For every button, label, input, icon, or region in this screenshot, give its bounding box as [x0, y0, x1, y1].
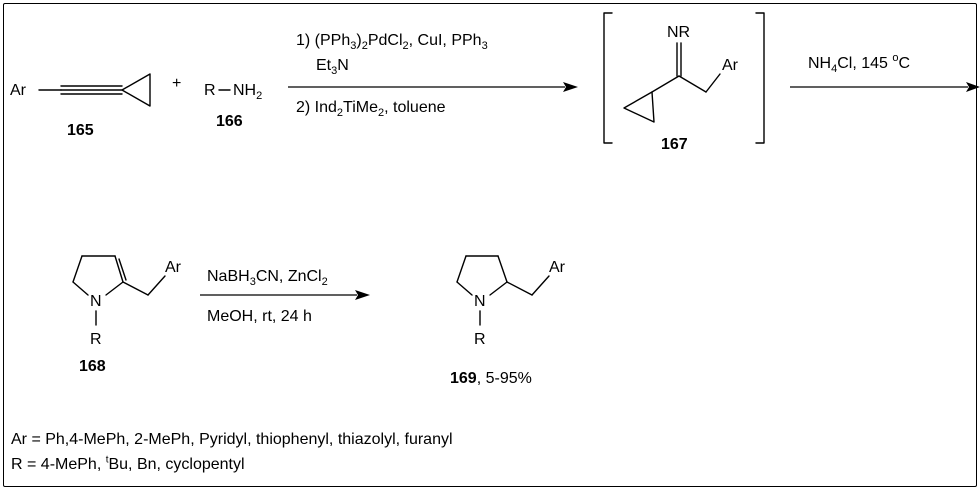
r-substituents-note: R = 4-MePh, tBu, Bn, cyclopentyl [11, 454, 245, 473]
ar-label-165: Ar [10, 82, 27, 99]
ring-bond [72, 281, 89, 296]
ch2-bond [678, 75, 707, 93]
ch2-bond [506, 281, 533, 296]
step2-conditions: NH4Cl, 145 oC [790, 52, 980, 92]
imine-nr-label: NR [667, 24, 690, 41]
arrowhead-icon [966, 82, 980, 92]
ar-label-168: Ar [165, 259, 182, 276]
ring-bond [489, 281, 508, 296]
ar-label-169: Ar [549, 259, 566, 276]
arrowhead-icon [355, 290, 370, 300]
r-label-168: R [90, 331, 102, 348]
ring-bond [72, 255, 83, 283]
step2-reagents: NH4Cl, 145 oC [808, 52, 910, 75]
step3-conditions: NaBH3CN, ZnCl2 MeOH, rt, 24 h [200, 268, 370, 325]
r-label-169: R [474, 331, 486, 348]
ch2-ar-bond [531, 275, 550, 296]
ring-bond [456, 255, 467, 283]
compound-label-169: 169, 5-95% [450, 370, 532, 387]
plus-sign: + [172, 75, 181, 92]
n-label-169: N [474, 293, 486, 310]
compound-number-167: 167 [661, 136, 688, 153]
nh2-label: NH2 [233, 82, 262, 102]
compound-169: N R Ar 169, 5-95% [450, 255, 566, 387]
ring-double-bond [114, 255, 124, 283]
r-label-166: R [204, 82, 216, 99]
ch2-bond [122, 281, 149, 296]
n-label-168: N [90, 293, 102, 310]
arrowhead-icon [563, 82, 578, 92]
ring-bond [456, 281, 473, 296]
ar-substituents-note: Ar = Ph,4-MePh, 2-MePh, Pyridyl, thiophe… [11, 431, 453, 448]
ch2-ar-bond [705, 73, 721, 93]
step3-reagents-line2: MeOH, rt, 24 h [207, 308, 312, 325]
cyclopropyl-ring [121, 73, 151, 107]
scheme-frame [3, 3, 977, 487]
compound-number-165: 165 [67, 122, 94, 139]
step1-reagents-line3: 2) Ind2TiMe2, toluene [296, 99, 446, 119]
cyclopropyl-ring [623, 91, 655, 123]
step1-reagents-line1: 1) (PPh3)2PdCl2, CuI, PPh3 [296, 32, 488, 52]
compound-168: N R Ar 168 [72, 255, 182, 375]
step3-reagents-line1: NaBH3CN, ZnCl2 [207, 268, 328, 288]
ch2-ar-bond [147, 275, 166, 296]
compound-number-168: 168 [79, 358, 106, 375]
step1-reagents-line2: Et3N [316, 57, 349, 77]
compound-167: NR Ar 167 [603, 12, 765, 153]
compound-165: Ar 165 [10, 73, 151, 139]
compound-number-166: 166 [216, 113, 243, 130]
ring-bond [497, 255, 508, 283]
ring-double-bond-inner [118, 258, 127, 281]
bond-to-cyclopropyl [651, 75, 680, 93]
compound-166: R NH2 166 [204, 82, 262, 130]
right-bracket [755, 12, 765, 144]
step1-conditions: 1) (PPh3)2PdCl2, CuI, PPh3 Et3N 2) Ind2T… [288, 32, 578, 119]
ar-label-167: Ar [722, 57, 739, 74]
left-bracket [603, 12, 613, 144]
ring-bond [105, 281, 124, 296]
